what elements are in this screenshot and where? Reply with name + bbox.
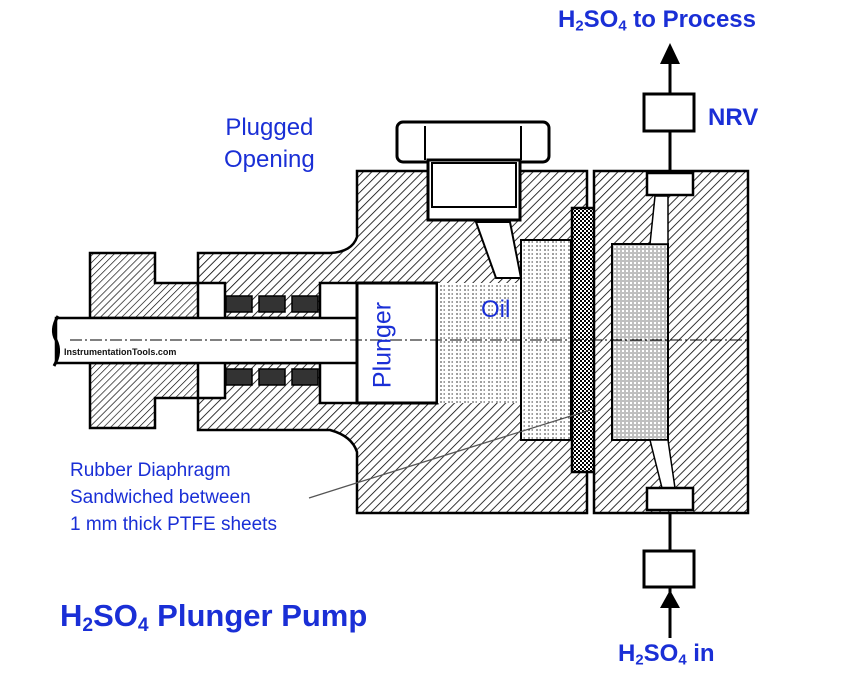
diaphragm-leader [308, 409, 591, 499]
inlet-line [642, 513, 696, 638]
diaphragm-label: Rubber Diaphragm Sandwiched between 1 mm… [70, 460, 277, 535]
watermark: InstrumentationTools.com [64, 347, 177, 357]
packing-rings [225, 295, 319, 386]
plug-bolt [395, 120, 551, 279]
nrv-label: NRV [708, 104, 759, 131]
outlet-line [642, 43, 696, 171]
plunger [355, 281, 439, 405]
outlet-label: H2SO4 to Process [558, 6, 756, 35]
oil-label: Oil [481, 296, 511, 323]
plunger-shaft [51, 315, 360, 367]
diagram-title: H2SO4 Plunger Pump [60, 598, 368, 636]
pump-head [592, 169, 750, 515]
inlet-label: H2SO4 in [618, 640, 715, 669]
